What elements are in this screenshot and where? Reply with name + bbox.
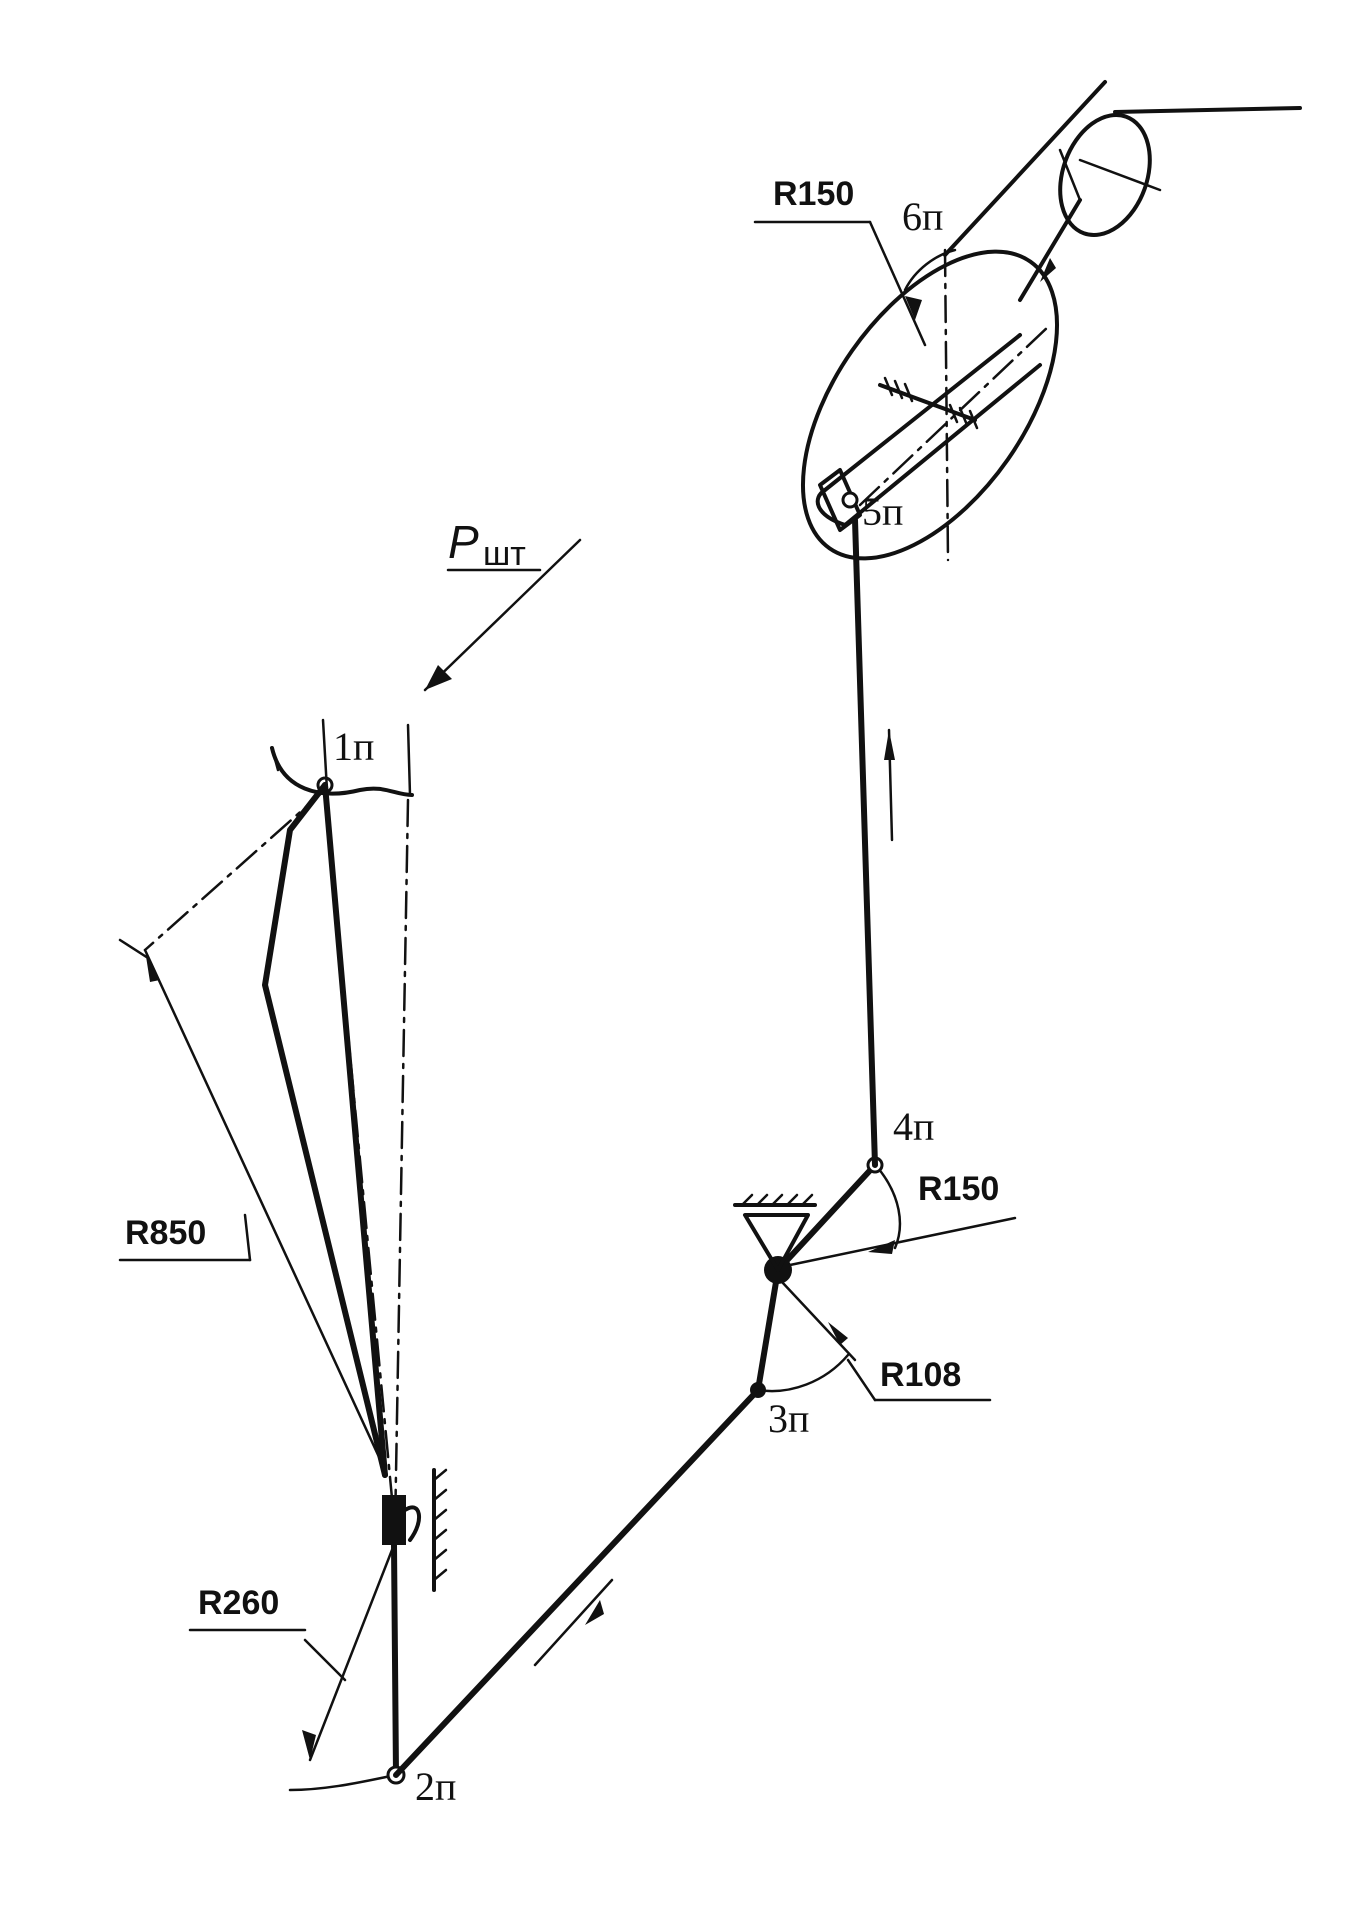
force-arrow: [423, 538, 582, 692]
radius-label-r260: R260: [198, 1584, 279, 1622]
rod-2p-3p: [393, 1387, 761, 1778]
point-label-1p: 1п: [333, 724, 374, 769]
r108-dimension: [756, 1280, 992, 1402]
pedal-lever: [262, 718, 414, 1532]
force-subscript: шт: [483, 535, 526, 573]
cross-shaft-unit: [800, 248, 1060, 562]
radius-label-r108: R108: [880, 1356, 961, 1394]
upper-linkage: [943, 80, 1302, 302]
r850-dimension: [118, 788, 387, 1472]
point-label-3p: 3п: [768, 1396, 809, 1441]
pivot-5p: [841, 491, 859, 509]
radius-label-r150-top: R150: [773, 175, 854, 213]
radius-label-r850: R850: [125, 1214, 206, 1252]
intermediate-lever: [733, 1162, 878, 1393]
r150-top-dimension: [753, 220, 957, 347]
point-label-6p: 6п: [902, 194, 943, 239]
r150-mid-dimension: [788, 1166, 1017, 1267]
pedal-fixed-support: [382, 1468, 448, 1592]
point-label-5p: 5п: [862, 489, 903, 534]
pedal-lower-arm: [391, 1542, 399, 1778]
rod-2p-3p-arrow: [533, 1578, 614, 1667]
point-label-4p: 4п: [893, 1104, 934, 1149]
force-symbol: P: [448, 516, 479, 568]
rod-4p-5p: [852, 517, 878, 1168]
radius-label-r150-mid: R150: [918, 1170, 999, 1208]
rod-4p-5p-arrow: [884, 728, 895, 842]
point-label-2p: 2п: [415, 1764, 456, 1809]
